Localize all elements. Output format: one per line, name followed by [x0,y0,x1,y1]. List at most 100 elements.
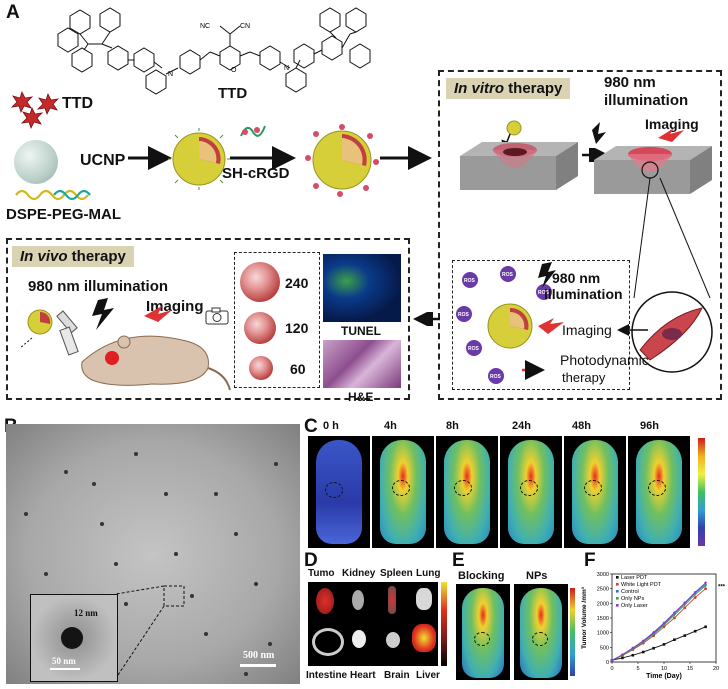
in-vitro-normal: therapy [504,80,563,97]
tumor-circle-0h [325,482,343,498]
organ-label-spleen: Spleen [380,568,413,579]
cell-bolt [538,262,556,288]
panel-label-f: F [584,550,596,571]
in-vivo-normal: therapy [67,248,126,265]
n-atom-right-label: N [284,65,289,72]
time-label-24h: 24h [512,420,531,432]
data-point [693,596,697,599]
nps-tumor-circle [532,632,548,646]
panel-label-d: D [304,550,318,571]
ros-label-3: ROS [458,312,470,318]
data-point [704,625,707,629]
blocking-label: Blocking [458,570,505,582]
colorbar-c [698,438,705,546]
ros-nanoparticle-scene: ROS ROS ROS ROS ROS ROS [456,266,564,384]
culture-dish-right [592,122,712,194]
data-point [673,616,676,620]
data-point [652,646,655,650]
in-vivo-box [6,238,410,400]
sh-crgd-label: SH-cRGD [222,165,290,182]
mouse-illustration [19,298,231,391]
ucnp-label: UCNP [80,152,126,169]
nps-label: NPs [526,570,548,582]
legend-marker [616,583,619,586]
in-vivo-tag: In vivo therapy [12,246,134,267]
tem-inset-particle [61,627,83,649]
ros-label-2: ROS [502,272,514,278]
organ-label-kidney: Kidney [342,568,376,579]
culture-dish-left [460,120,578,190]
legend-marker [616,597,619,600]
ros-label-1: ROS [464,278,476,284]
ros-label-5: ROS [490,374,502,380]
tumor-circle-48h [584,480,602,496]
ttd-structure: NC CN O N N [57,7,371,95]
x-tick-label: 10 [661,666,667,672]
y-tick-label: 1500 [597,616,609,622]
tunel-image [323,254,401,322]
ttd-molecule-icons [10,90,60,130]
tumor-large [240,262,280,302]
legend-label: Only Laser [621,603,648,609]
series-line-4 [611,582,706,661]
cn-right-label: CN [240,23,250,30]
tumor-circle-8h [454,480,472,496]
x-tick-label: 5 [636,666,639,672]
tem-inset-scale-bar [50,668,80,670]
data-point [662,643,666,646]
x-axis-label: Time (Day) [646,673,682,680]
y-tick-label: 2000 [597,601,609,607]
vitro-980nm-line1: 980 nm [604,74,656,91]
n-atom-left-label: N [168,71,173,78]
y-axis-label: Tumor Volume /mm³ [581,586,588,649]
organ-tumor [316,588,334,614]
tumor-small [249,356,273,380]
ucnp-sphere [14,140,58,184]
tumor-sizes-box [234,252,320,388]
panel-label-e: E [452,550,465,571]
photodynamic-line2: therapy [562,370,606,385]
legend-marker [616,590,619,593]
panel-label-c: C [304,416,318,437]
in-vivo-italic: In vivo [20,248,68,265]
legend-label: Control [621,589,639,595]
cell-mechanism-box [452,260,630,390]
cell-imaging-label: Imaging [562,322,612,338]
colorbar-d [441,582,447,666]
time-label-8h: 8h [446,420,459,432]
tumor-medium [244,312,276,344]
tunel-label: TUNEL [341,324,381,338]
nanoparticle-ttd-loaded [168,128,230,190]
in-vitro-tag: In vitro therapy [446,78,571,99]
data-point [673,638,676,642]
data-point [683,603,687,607]
imaging-frame-0h [308,436,370,548]
legend-marker [616,576,619,579]
data-point [610,658,614,662]
tumor-circle-96h [648,480,666,496]
nps-frame [514,584,568,680]
time-label-4h: 4h [384,420,397,432]
data-point [704,587,707,591]
imaging-frame-96h [628,436,690,548]
legend-label: White Light PDT [621,582,662,588]
y-tick-label: 500 [600,645,609,651]
data-point [693,629,697,633]
organ-lung [416,588,432,610]
organ-liver [412,624,436,652]
series-line-0 [611,626,706,661]
process-arrow-right [582,148,609,162]
organ-label-lung: Lung [416,568,441,579]
ttd-structure-label: TTD [218,85,248,102]
data-point [683,606,687,610]
x-tick-label: 20 [713,666,719,672]
data-point [672,613,676,617]
significance-label: *** [718,585,726,591]
vitro-imaging-label: Imaging [645,116,699,132]
x-tick-label: 0 [610,666,613,672]
organ-spleen [388,586,396,614]
cell-980nm-line1: 980 nm [552,270,601,286]
organ-label-brain: Brain [384,670,410,681]
tem-particles [24,452,278,679]
